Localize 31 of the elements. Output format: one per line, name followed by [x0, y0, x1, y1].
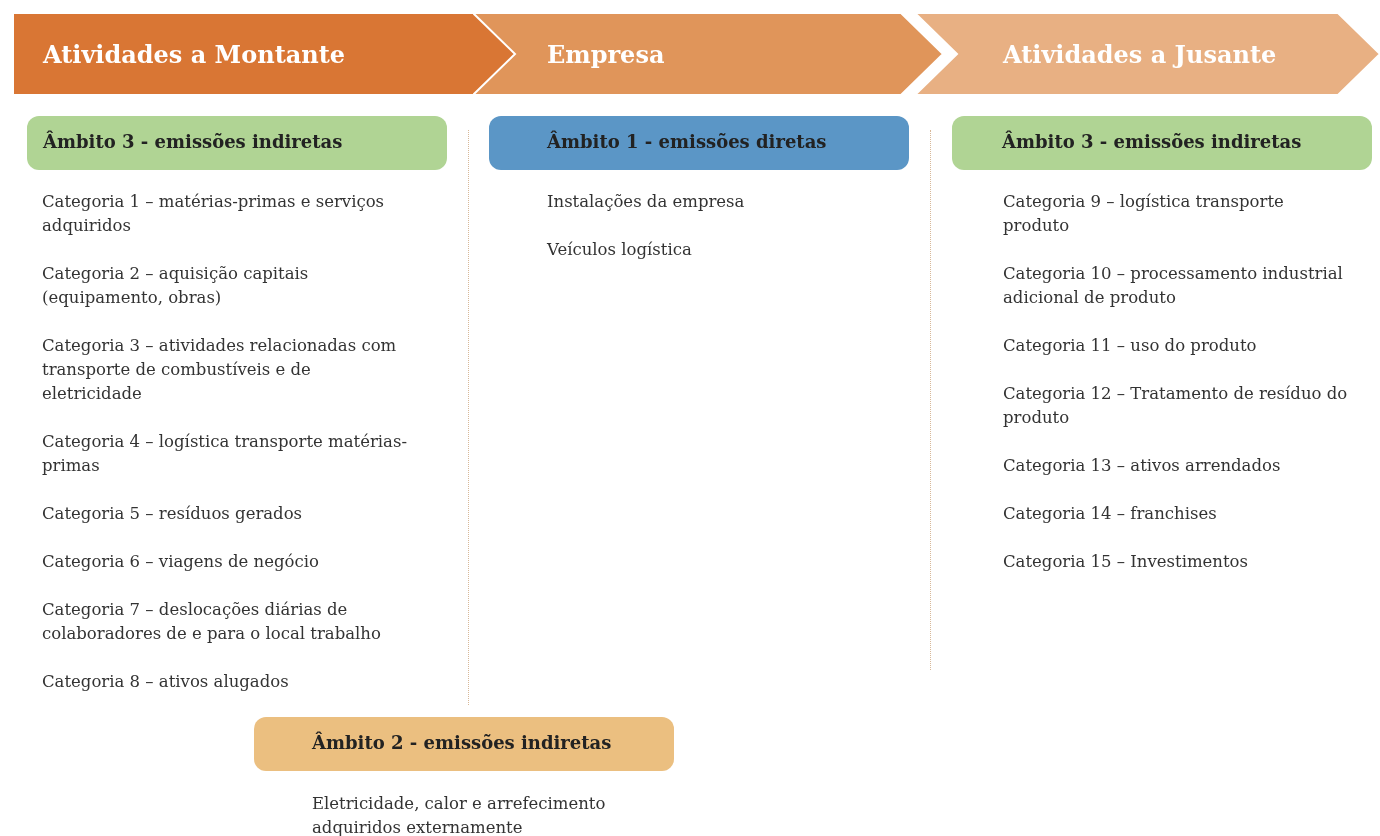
category-text: Categoria 9 – logística transporte produto [1003, 191, 1285, 237]
category-text: Instalações da empresa [547, 191, 746, 213]
category-text: Categoria 3 – atividades relacionadas com transporte de combustíveis e de eletricidade [42, 335, 398, 405]
scope-heading: Âmbito 2 - emissões indiretas [312, 732, 612, 753]
category-text: Categoria 10 – processamento industrial adicional de produto [1003, 263, 1344, 309]
scope-heading: Âmbito 3 - emissões indiretas [1002, 131, 1302, 152]
stage-heading: Atividades a Montante [43, 40, 346, 69]
chevron-banner [915, 13, 1380, 95]
category-text: Categoria 1 – matérias-primas e serviços adquiridos [42, 191, 386, 237]
category-text: Categoria 15 – Investimentos [1003, 551, 1249, 573]
scope-header-box [952, 116, 1372, 170]
scope-header-box [254, 717, 674, 771]
scope-heading: Âmbito 1 - emissões diretas [547, 131, 827, 152]
scope-heading: Âmbito 3 - emissões indiretas [43, 131, 343, 152]
category-text: Categoria 6 – viagens de negócio [42, 551, 320, 573]
stage-heading: Atividades a Jusante [1003, 40, 1277, 69]
category-text: Categoria 4 – logística transporte matérias-primas [42, 431, 408, 477]
category-text: Categoria 12 – Tratamento de resíduo do produto [1003, 383, 1349, 429]
category-text: Categoria 2 – aquisição capitais (equipamento, obras) [42, 263, 310, 309]
scope-header-box [27, 116, 447, 170]
category-text: Categoria 14 – franchises [1003, 503, 1218, 525]
category-text: Categoria 8 – ativos alugados [42, 671, 290, 693]
category-text: Categoria 13 – ativos arrendados [1003, 455, 1282, 477]
chevron-banner [473, 13, 943, 95]
scope-header-box [489, 116, 909, 170]
category-text: Categoria 7 – deslocações diárias de colaboradores de e para o local trabalho [42, 599, 382, 645]
category-text: Eletricidade, calor e arrefecimento adquiridos externamente [312, 793, 607, 836]
category-text: Categoria 5 – resíduos gerados [42, 503, 304, 525]
category-text: Categoria 11 – uso do produto [1003, 335, 1258, 357]
category-text: Veículos logística [547, 239, 693, 261]
stage-heading: Empresa [547, 40, 665, 69]
